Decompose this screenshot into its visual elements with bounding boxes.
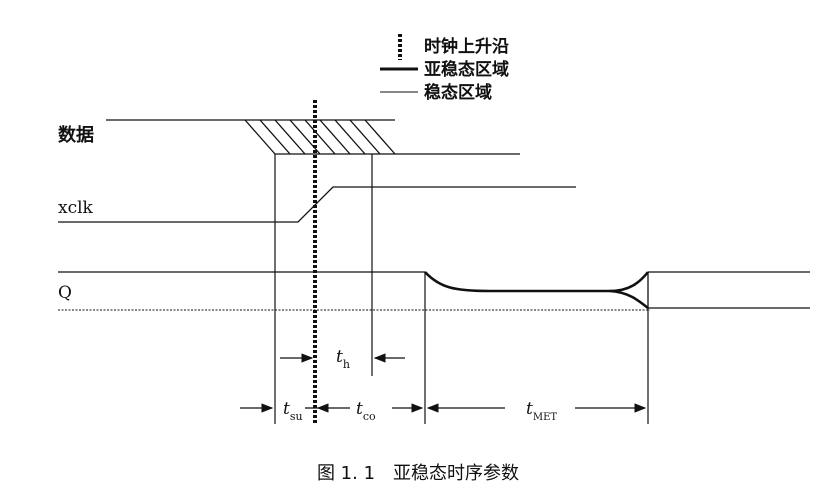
clock-signal-label: xclk [58, 198, 94, 218]
timing-arrows [240, 353, 647, 413]
data-signal-label: 数据 [58, 124, 94, 146]
timing-reference-lines [274, 154, 649, 424]
legend: 时钟上升沿 亚稳态区域 稳态区域 [380, 34, 509, 103]
q-signal-label: Q [58, 283, 72, 303]
q-waveform [58, 271, 810, 311]
tsu-label: tsu [283, 399, 303, 423]
legend-stable-label: 稳态区域 [424, 82, 492, 103]
data-waveform [106, 119, 520, 155]
tco-label: tco [356, 399, 376, 423]
legend-metastable-label: 亚稳态区域 [424, 59, 509, 80]
legend-rising-edge-label: 时钟上升沿 [424, 36, 509, 57]
figure-caption: 图 1. 1 亚稳态时序参数 [317, 463, 519, 484]
tmet-label: tMET [526, 399, 557, 423]
clock-waveform [58, 186, 576, 223]
th-label: th [336, 347, 350, 371]
